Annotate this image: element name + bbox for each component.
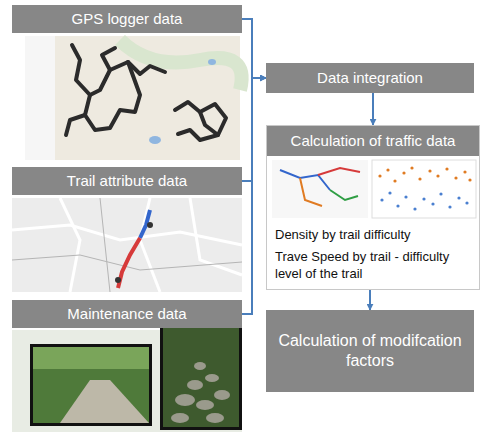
process-box: Maintenance data [12,300,242,328]
panel-text: Density by trail difficulty [267,226,479,244]
flow-arrow [372,93,374,125]
trail-map [12,198,242,292]
maintenance-photos [12,324,242,432]
process-box: Data integration [266,63,474,93]
panel-text: Trave Speed by trail - difficulty level … [267,248,479,289]
process-box: GPS logger data [12,5,242,33]
process-panel: Calculation of traffic dataDensity by tr… [266,125,480,290]
panel-heading: Calculation of traffic data [267,126,479,156]
gps-map [25,36,242,160]
process-box: Trail attribute data [12,167,242,195]
box-label: Data integration [317,69,423,87]
flow-arrow [242,78,266,181]
box-label: Calculation of modifcation factors [276,331,464,371]
flow-arrow [369,290,371,310]
flow-arrow [242,19,266,78]
traffic-chart [272,160,476,218]
process-box: Calculation of modifcation factors [266,310,474,392]
box-label: GPS logger data [72,10,183,28]
box-label: Maintenance data [67,305,186,323]
flow-arrow [242,78,266,314]
box-label: Trail attribute data [67,172,187,190]
